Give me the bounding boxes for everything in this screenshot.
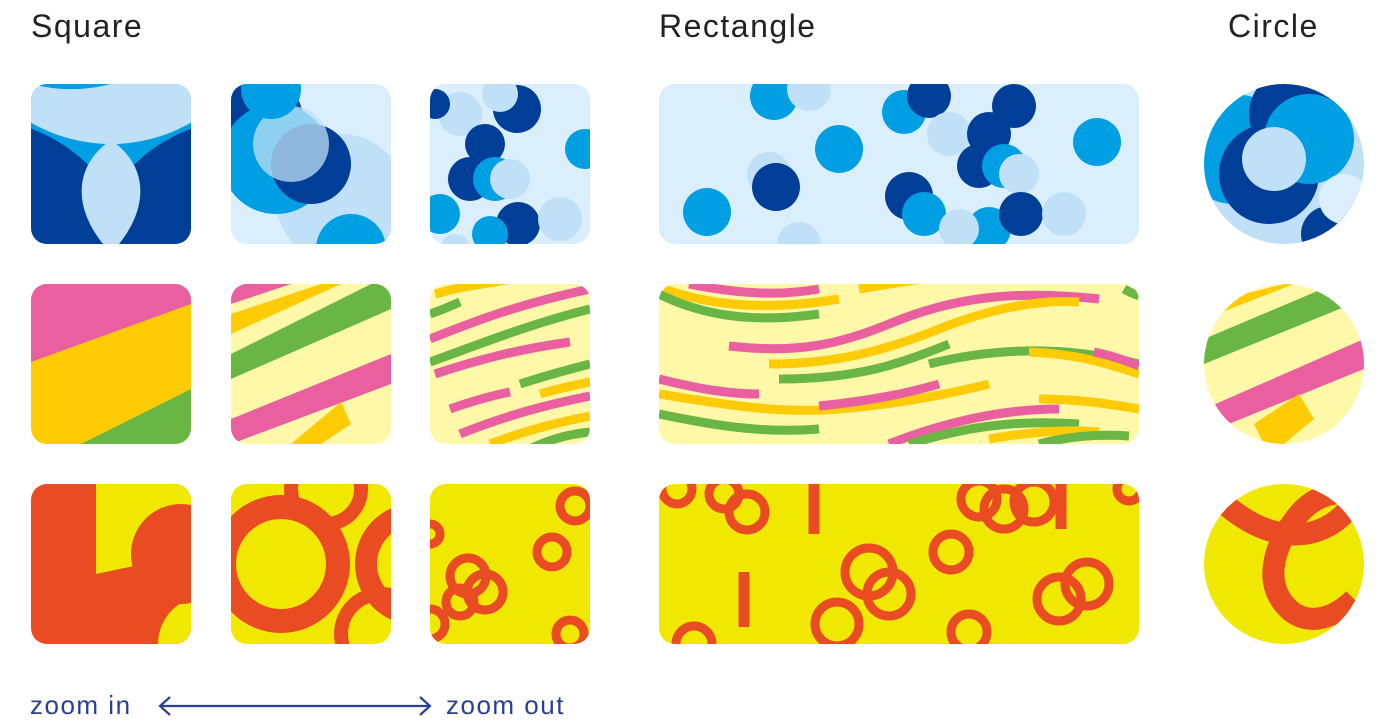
stripe-square-zoom-out xyxy=(430,284,590,444)
ring-circle xyxy=(1204,484,1364,644)
ring-square-zoom-out xyxy=(430,484,590,644)
zoom-out-label: zoom out xyxy=(446,690,565,720)
heading-circle: Circle xyxy=(1228,8,1319,44)
blue-circle xyxy=(1204,84,1364,244)
zoom-in-label: zoom in xyxy=(30,690,132,720)
heading-square: Square xyxy=(31,8,144,44)
stripe-square-mid xyxy=(231,284,391,444)
double-arrow-icon xyxy=(158,696,432,716)
ring-rectangle xyxy=(659,484,1139,644)
stripe-rectangle xyxy=(659,284,1139,444)
heading-rectangle: Rectangle xyxy=(659,8,817,44)
blue-rectangle xyxy=(659,84,1139,244)
stripe-circle xyxy=(1204,284,1364,444)
ring-square-zoom-in xyxy=(31,484,191,644)
blue-square-zoom-out xyxy=(430,84,590,244)
blue-square-zoom-in xyxy=(31,84,191,244)
blue-square-mid xyxy=(231,84,391,244)
stripe-square-zoom-in xyxy=(31,284,191,444)
ring-square-mid xyxy=(231,484,391,644)
